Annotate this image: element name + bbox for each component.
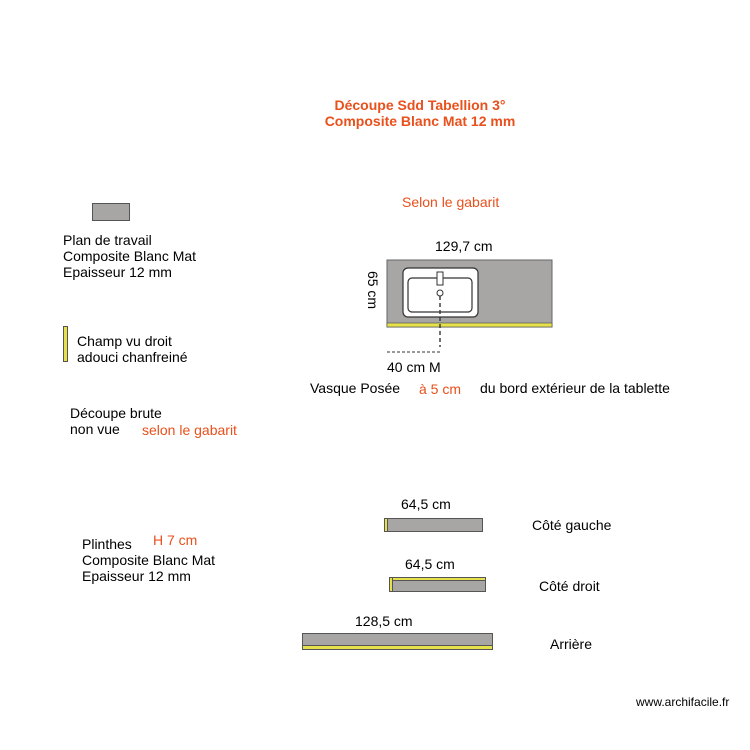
watermark: www.archifacile.fr: [636, 695, 730, 709]
plinth-left-name: Côté gauche: [532, 517, 612, 533]
legend-decoupe-note: selon le gabarit: [142, 422, 237, 438]
edge-swatch: [63, 326, 68, 362]
worktop-depth-label: 65 cm: [365, 270, 382, 310]
plinth-right-length: 64,5 cm: [405, 556, 455, 572]
plinth-back-bar: [302, 633, 493, 650]
legend-decoupe-line-1: Découpe brute: [70, 405, 162, 421]
plinthes-height-note: H 7 cm: [153, 532, 198, 548]
faucet-icon: [436, 271, 444, 286]
legend-plan-line-3: Epaisseur 12 mm: [63, 264, 172, 280]
legend-champ: Champ vu droit adouci chanfreiné: [77, 333, 188, 365]
plinth-right-edge-side: [389, 577, 393, 592]
legend-champ-line-1: Champ vu droit: [77, 333, 172, 349]
legend-plinthes-line-2: Composite Blanc Mat: [82, 552, 216, 568]
legend-plinthes-line-1: Plinthes: [82, 536, 132, 552]
worktop-width-label: 129,7 cm: [435, 238, 493, 254]
panel-swatch: [92, 203, 130, 221]
plinth-left-panel: [387, 518, 483, 532]
page-title: Découpe Sdd Tabellion 3° Composite Blanc…: [260, 97, 580, 129]
legend-decoupe: Découpe brute non vue: [70, 405, 162, 437]
vasque-distance: à 5 cm: [419, 381, 462, 397]
plinth-left-length: 64,5 cm: [401, 496, 451, 512]
legend-champ-line-2: adouci chanfreiné: [77, 349, 188, 365]
vasque-prefix: Vasque Posée: [310, 380, 401, 396]
plinth-right-edge-top: [389, 577, 486, 581]
plinth-back-edge: [302, 645, 493, 650]
plinth-left-bar: [384, 518, 483, 532]
plinth-right-bar: [389, 577, 486, 592]
plinth-back-name: Arrière: [550, 636, 593, 652]
title-line-1: Découpe Sdd Tabellion 3°: [334, 97, 506, 113]
vasque-suffix: du bord extérieur de la tablette: [480, 380, 670, 396]
gabarit-note: Selon le gabarit: [402, 194, 500, 210]
legend-plan-line-2: Composite Blanc Mat: [63, 248, 197, 264]
plinth-back-length: 128,5 cm: [355, 613, 413, 629]
legend-plan-line-1: Plan de travail: [63, 232, 152, 248]
plinth-right-name: Côté droit: [539, 578, 600, 594]
offset-label: 40 cm M: [387, 359, 441, 375]
legend-plan: Plan de travail Composite Blanc Mat Epai…: [63, 232, 196, 280]
legend-plinthes: Plinthes Composite Blanc Mat Epaisseur 1…: [82, 536, 215, 584]
worktop-drawing: [386, 259, 553, 353]
worktop-front-edge: [386, 322, 553, 328]
legend-plinthes-line-3: Epaisseur 12 mm: [82, 568, 191, 584]
title-line-2: Composite Blanc Mat 12 mm: [324, 113, 516, 129]
legend-decoupe-line-2: non vue: [70, 421, 120, 437]
